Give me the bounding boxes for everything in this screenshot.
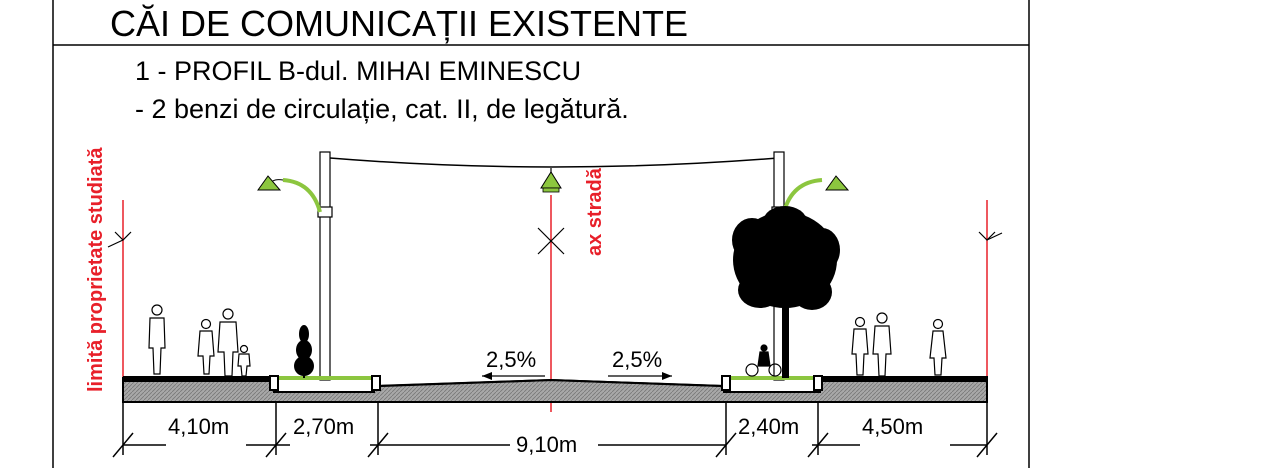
green-verge-left xyxy=(278,376,374,380)
property-limit-label: limită proprietate studiată xyxy=(85,147,107,392)
dimension-label-5: 4,50m xyxy=(862,414,923,439)
curb-1 xyxy=(269,375,279,391)
level-mark-left xyxy=(107,231,132,248)
profile-subtitle: - 2 benzi de circulație, cat. II, de leg… xyxy=(135,94,629,124)
profile-title: 1 - PROFIL B-dul. MIHAI EMINESCU xyxy=(135,56,581,86)
green-verge-right xyxy=(728,376,818,380)
sidewalk-left xyxy=(123,376,276,382)
pedestrian-left-1-icon xyxy=(148,304,166,375)
suspended-lamp-icon xyxy=(540,171,562,189)
dimension-label-2: 2,70m xyxy=(293,414,354,439)
dimension-label-3: 9,10m xyxy=(516,432,577,457)
lighting-pole-left xyxy=(257,151,333,381)
dimension-label-1: 4,10m xyxy=(168,414,229,439)
overhead-cable xyxy=(329,157,779,168)
slope-left-arrowhead xyxy=(482,372,492,380)
pedestrian-left-3-icon xyxy=(217,308,239,377)
level-mark-center xyxy=(537,227,565,255)
street-axis-label: ax stradă xyxy=(584,167,606,256)
pedestrian-right-3-icon xyxy=(929,318,947,376)
street-lamp-right-icon xyxy=(825,175,850,191)
shrub-icon xyxy=(294,325,314,378)
dimension-label-4: 2,40m xyxy=(738,414,799,439)
slope-right-arrowhead xyxy=(662,372,672,380)
tree-icon xyxy=(732,206,840,378)
pedestrian-right-2-icon xyxy=(872,312,892,377)
page-title: CĂI DE COMUNICAȚII EXISTENTE xyxy=(110,3,688,44)
curb-4 xyxy=(813,375,823,391)
level-mark-right xyxy=(978,231,1003,241)
pedestrian-left-2-icon xyxy=(197,318,215,375)
slope-right-label: 2,5% xyxy=(612,347,662,372)
slope-left-label: 2,5% xyxy=(486,347,536,372)
roadway-surface xyxy=(379,378,723,387)
dimension-line xyxy=(112,402,998,458)
curb-2 xyxy=(371,375,381,391)
street-lamp-left-icon xyxy=(257,175,282,191)
child-left-icon xyxy=(237,344,251,377)
suspended-lamp xyxy=(540,168,562,193)
cyclist-icon xyxy=(745,344,782,377)
curb-3 xyxy=(721,375,731,391)
sidewalk-right xyxy=(818,376,988,382)
pedestrian-right-1-icon xyxy=(851,316,869,376)
